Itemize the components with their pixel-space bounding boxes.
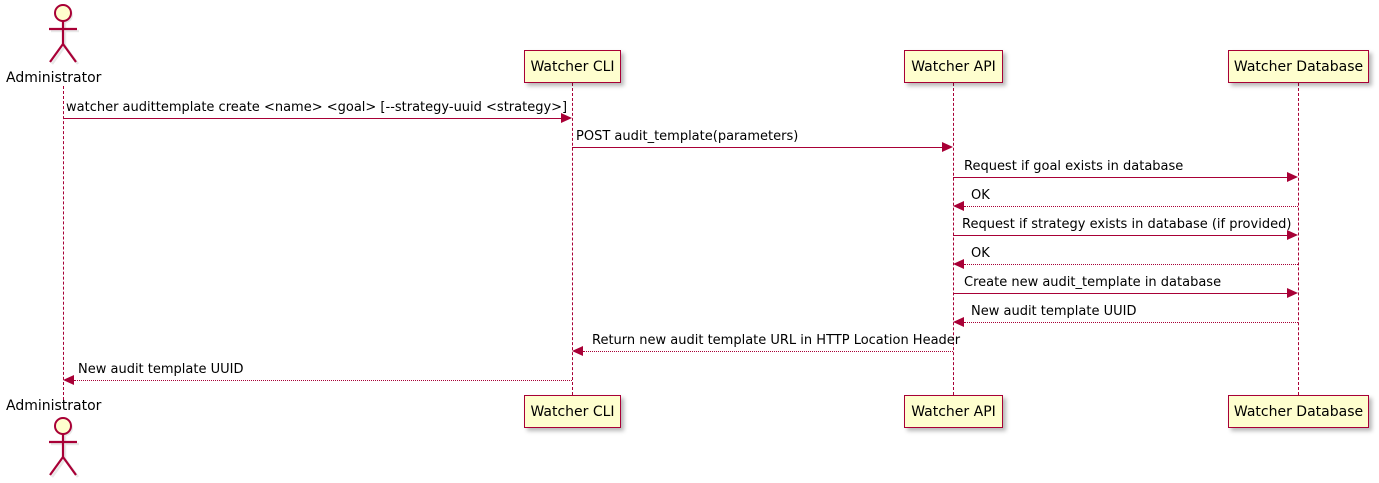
arrowhead-7 — [1287, 288, 1298, 298]
message-line-2 — [572, 147, 944, 148]
message-line-10 — [74, 380, 572, 381]
lifeline-watcher-cli — [572, 83, 573, 395]
actor-label-administrator-bottom: Administrator — [6, 398, 102, 414]
actor-administrator-top — [40, 2, 88, 70]
message-line-8 — [964, 322, 1298, 323]
message-label-2: POST audit_template(parameters) — [576, 129, 799, 144]
arrowhead-3 — [1287, 172, 1298, 182]
message-label-7: Create new audit_template in database — [964, 275, 1222, 290]
participant-box-watcher-cli-top[interactable]: Watcher CLI — [524, 50, 621, 83]
arrowhead-2 — [942, 142, 953, 152]
message-line-7 — [953, 293, 1289, 294]
message-label-3: Request if goal exists in database — [964, 159, 1184, 174]
participant-box-watcher-api-top[interactable]: Watcher API — [904, 50, 1003, 83]
participant-label-watcher-cli-top: Watcher CLI — [530, 58, 615, 75]
participant-label-watcher-database-bottom: Watcher Database — [1233, 403, 1364, 420]
message-label-1: watcher audittemplate create <name> <goa… — [66, 100, 568, 115]
lifeline-watcher-api — [953, 83, 954, 395]
participant-label-watcher-api-bottom: Watcher API — [911, 403, 996, 420]
participant-box-watcher-cli-bottom[interactable]: Watcher CLI — [524, 395, 621, 428]
participant-label-watcher-api-top: Watcher API — [911, 58, 996, 75]
arrowhead-10 — [63, 375, 74, 385]
message-label-4: OK — [971, 188, 990, 203]
message-label-6: OK — [971, 246, 990, 261]
participant-box-watcher-database-top[interactable]: Watcher Database — [1228, 50, 1369, 83]
lifeline-administrator — [63, 86, 64, 400]
message-line-6 — [964, 264, 1298, 265]
lifeline-watcher-database — [1298, 83, 1299, 395]
arrowhead-4 — [953, 201, 964, 211]
arrowhead-9 — [572, 346, 583, 356]
message-label-10: New audit template UUID — [78, 362, 244, 377]
actor-administrator-bottom — [40, 415, 88, 483]
arrowhead-1 — [561, 113, 572, 123]
message-label-8: New audit template UUID — [971, 304, 1137, 319]
message-label-9: Return new audit template URL in HTTP Lo… — [592, 333, 961, 348]
participant-label-watcher-cli-bottom: Watcher CLI — [530, 403, 615, 420]
message-line-9 — [583, 351, 953, 352]
participant-box-watcher-database-bottom[interactable]: Watcher Database — [1228, 395, 1369, 428]
participant-label-watcher-database-top: Watcher Database — [1233, 58, 1364, 75]
arrowhead-5 — [1287, 230, 1298, 240]
actor-label-administrator-top: Administrator — [6, 70, 102, 86]
message-label-5: Request if strategy exists in database (… — [962, 217, 1292, 232]
message-line-3 — [953, 177, 1289, 178]
arrowhead-8 — [953, 317, 964, 327]
message-line-5 — [953, 235, 1289, 236]
arrowhead-6 — [953, 259, 964, 269]
message-line-1 — [63, 118, 563, 119]
participant-box-watcher-api-bottom[interactable]: Watcher API — [904, 395, 1003, 428]
message-line-4 — [964, 206, 1298, 207]
